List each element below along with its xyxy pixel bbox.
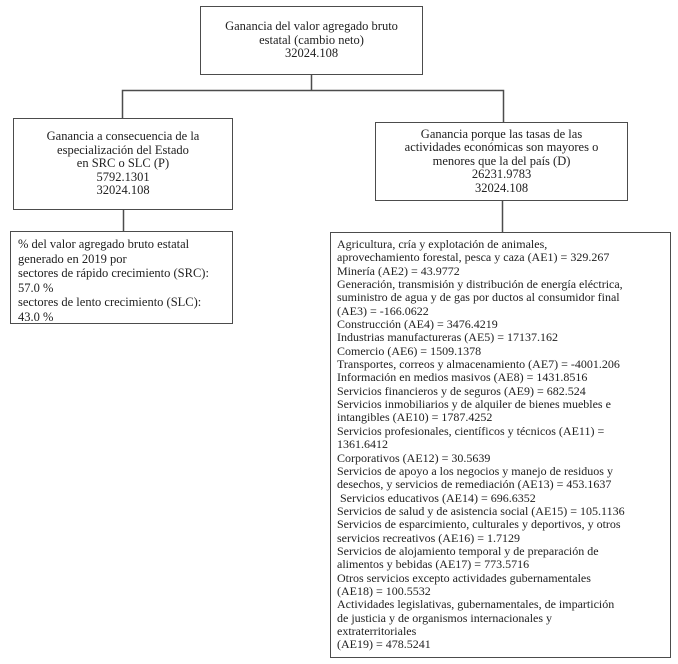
- text-line: (AE18) = 100.5532: [337, 583, 431, 598]
- text-line: de justicia y de organismos internaciona…: [337, 610, 553, 625]
- text-line: Construcción (AE4) = 3476.4219: [337, 317, 498, 332]
- text-line: Servicios de esparcimiento, culturales y…: [337, 517, 621, 532]
- text-line: sectores de lento crecimiento (SLC):: [18, 295, 202, 310]
- node-economic-activities-list: Agricultura, cría y explotación de anima…: [330, 232, 671, 658]
- text-line: estatal (cambio neto): [259, 32, 364, 47]
- text-line: Ganancia a consecuencia de la: [46, 129, 200, 144]
- text-line: intangibles (AE10) = 1787.4252: [337, 410, 493, 425]
- text-line: Agricultura, cría y explotación de anima…: [337, 237, 548, 251]
- text-line: 57.0 %: [18, 280, 54, 295]
- text-line: menores que la del país (D): [432, 153, 571, 168]
- text-line: Información en medios masivos (AE8) = 14…: [337, 370, 588, 385]
- text-line: Transportes, correos y almacenamiento (A…: [337, 357, 620, 372]
- text-line: 32024.108: [284, 46, 339, 61]
- text-line: Corporativos (AE12) = 30.5639: [337, 450, 491, 465]
- text-line: 43.0 %: [18, 309, 54, 324]
- text-line: 32024.108: [474, 180, 529, 195]
- text-line: Servicios de apoyo a los negocios y mane…: [337, 463, 613, 478]
- text-line: 5792.1301: [96, 169, 150, 184]
- text-line: desechos, y servicios de remediación (AE…: [337, 477, 612, 492]
- text-line: aprovechamiento forestal, pesca y caza (…: [337, 250, 610, 265]
- text-line: (AE19) = 478.5241: [337, 637, 431, 652]
- text-line: Servicios de salud y de asistencia socia…: [337, 503, 625, 518]
- text-line: Servicios de alojamiento temporal y de p…: [337, 543, 599, 558]
- text-line: Ganancia del valor agregado bruto: [225, 19, 398, 34]
- text-line: 26231.9783: [471, 167, 532, 182]
- text-line: Servicios educativos (AE14) = 696.6352: [337, 490, 536, 505]
- text-line: extraterritoriales: [337, 623, 417, 638]
- text-line: 32024.108: [96, 183, 150, 198]
- text-line: especialización del Estado: [57, 142, 189, 157]
- text-line: generado en 2019 por: [18, 251, 127, 266]
- text-line: alimentos y bebidas (AE17) = 773.5716: [337, 557, 530, 572]
- text-line: Ganancia porque las tasas de las: [420, 126, 583, 141]
- text-line: actividades económicas son mayores o: [404, 140, 599, 155]
- text-line: en SRC o SLC (P): [76, 156, 170, 171]
- text-line: Servicios inmobiliarios y de alquiler de…: [337, 397, 611, 412]
- text-line: Comercio (AE6) = 1509.1378: [337, 343, 482, 358]
- text-line: Otros servicios excepto actividades gube…: [337, 570, 591, 585]
- connector-root-to-branches: [121, 75, 505, 122]
- text-line: servicios recreativos (AE16) = 1.7129: [337, 530, 521, 545]
- text-line: suministro de agua y de gas por ductos a…: [337, 290, 620, 305]
- text-line: 1361.6412: [337, 437, 388, 452]
- text-line: % del valor agregado bruto estatal: [18, 237, 190, 251]
- text-line: Minería (AE2) = 43.9772: [337, 263, 460, 278]
- text-line: Servicios profesionales, científicos y t…: [337, 423, 605, 438]
- text-line: (AE3) = -166.0622: [337, 303, 429, 318]
- text-line: Actividades legislativas, gubernamentale…: [337, 597, 615, 612]
- text-line: Generación, transmisión y distribución d…: [337, 277, 623, 292]
- text-line: sectores de rápido crecimiento (SRC):: [18, 266, 209, 281]
- text-line: Servicios financieros y de seguros (AE9)…: [337, 383, 586, 398]
- text-line: Industrias manufactureras (AE5) = 17137.…: [337, 330, 559, 345]
